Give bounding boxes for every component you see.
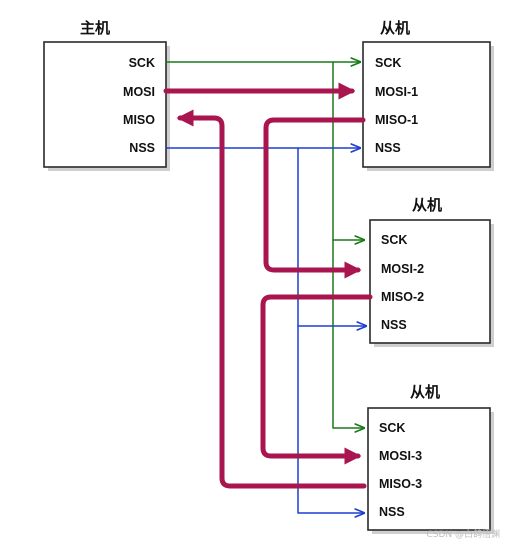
- miso-return-line: [176, 109, 367, 489]
- master-pin-mosi: MOSI: [123, 85, 155, 99]
- slave-3-title: 从机: [410, 383, 440, 401]
- slave-3-pin-sck: SCK: [379, 421, 405, 435]
- nss-lines: [165, 148, 366, 513]
- nss-line-slave-3: [297, 325, 364, 513]
- slave-3-pin-miso: MISO-3: [379, 477, 422, 491]
- slave-2-pin-miso: MISO-2: [381, 290, 424, 304]
- slave-device-3: 从机 SCK MOSI-3 MISO-3 NSS: [367, 383, 494, 534]
- miso2-to-mosi3-line: [260, 294, 373, 465]
- master-device: 主机 SCK MOSI MISO NSS: [43, 19, 170, 171]
- watermark: CSDN @白鸽悟渊: [426, 528, 500, 540]
- slave-1-pin-nss: NSS: [375, 141, 401, 155]
- slave-2-pin-sck: SCK: [381, 233, 407, 247]
- slave-1-pin-miso: MISO-1: [375, 113, 418, 127]
- master-title: 主机: [80, 19, 110, 37]
- slave-device-2: 从机 SCK MOSI-2 MISO-2 NSS: [369, 196, 494, 347]
- slave-1-title: 从机: [380, 19, 410, 37]
- slave-2-title: 从机: [412, 196, 442, 214]
- master-pin-nss: NSS: [129, 141, 155, 155]
- slave-3-pin-mosi: MOSI-3: [379, 449, 422, 463]
- slave-2-pin-nss: NSS: [381, 318, 407, 332]
- slave-1-pin-sck: SCK: [375, 56, 401, 70]
- slave-device-1: 从机 SCK MOSI-1 MISO-1 NSS: [362, 19, 494, 171]
- sck-line-slave-3: [332, 239, 364, 428]
- slave-2-pin-mosi: MOSI-2: [381, 262, 424, 276]
- master-pin-sck: SCK: [129, 56, 155, 70]
- mosi-lines: [163, 82, 373, 465]
- master-pin-miso: MISO: [123, 113, 155, 127]
- slave-3-pin-nss: NSS: [379, 505, 405, 519]
- miso1-to-mosi2-line: [263, 117, 366, 279]
- slave-1-pin-mosi: MOSI-1: [375, 85, 418, 99]
